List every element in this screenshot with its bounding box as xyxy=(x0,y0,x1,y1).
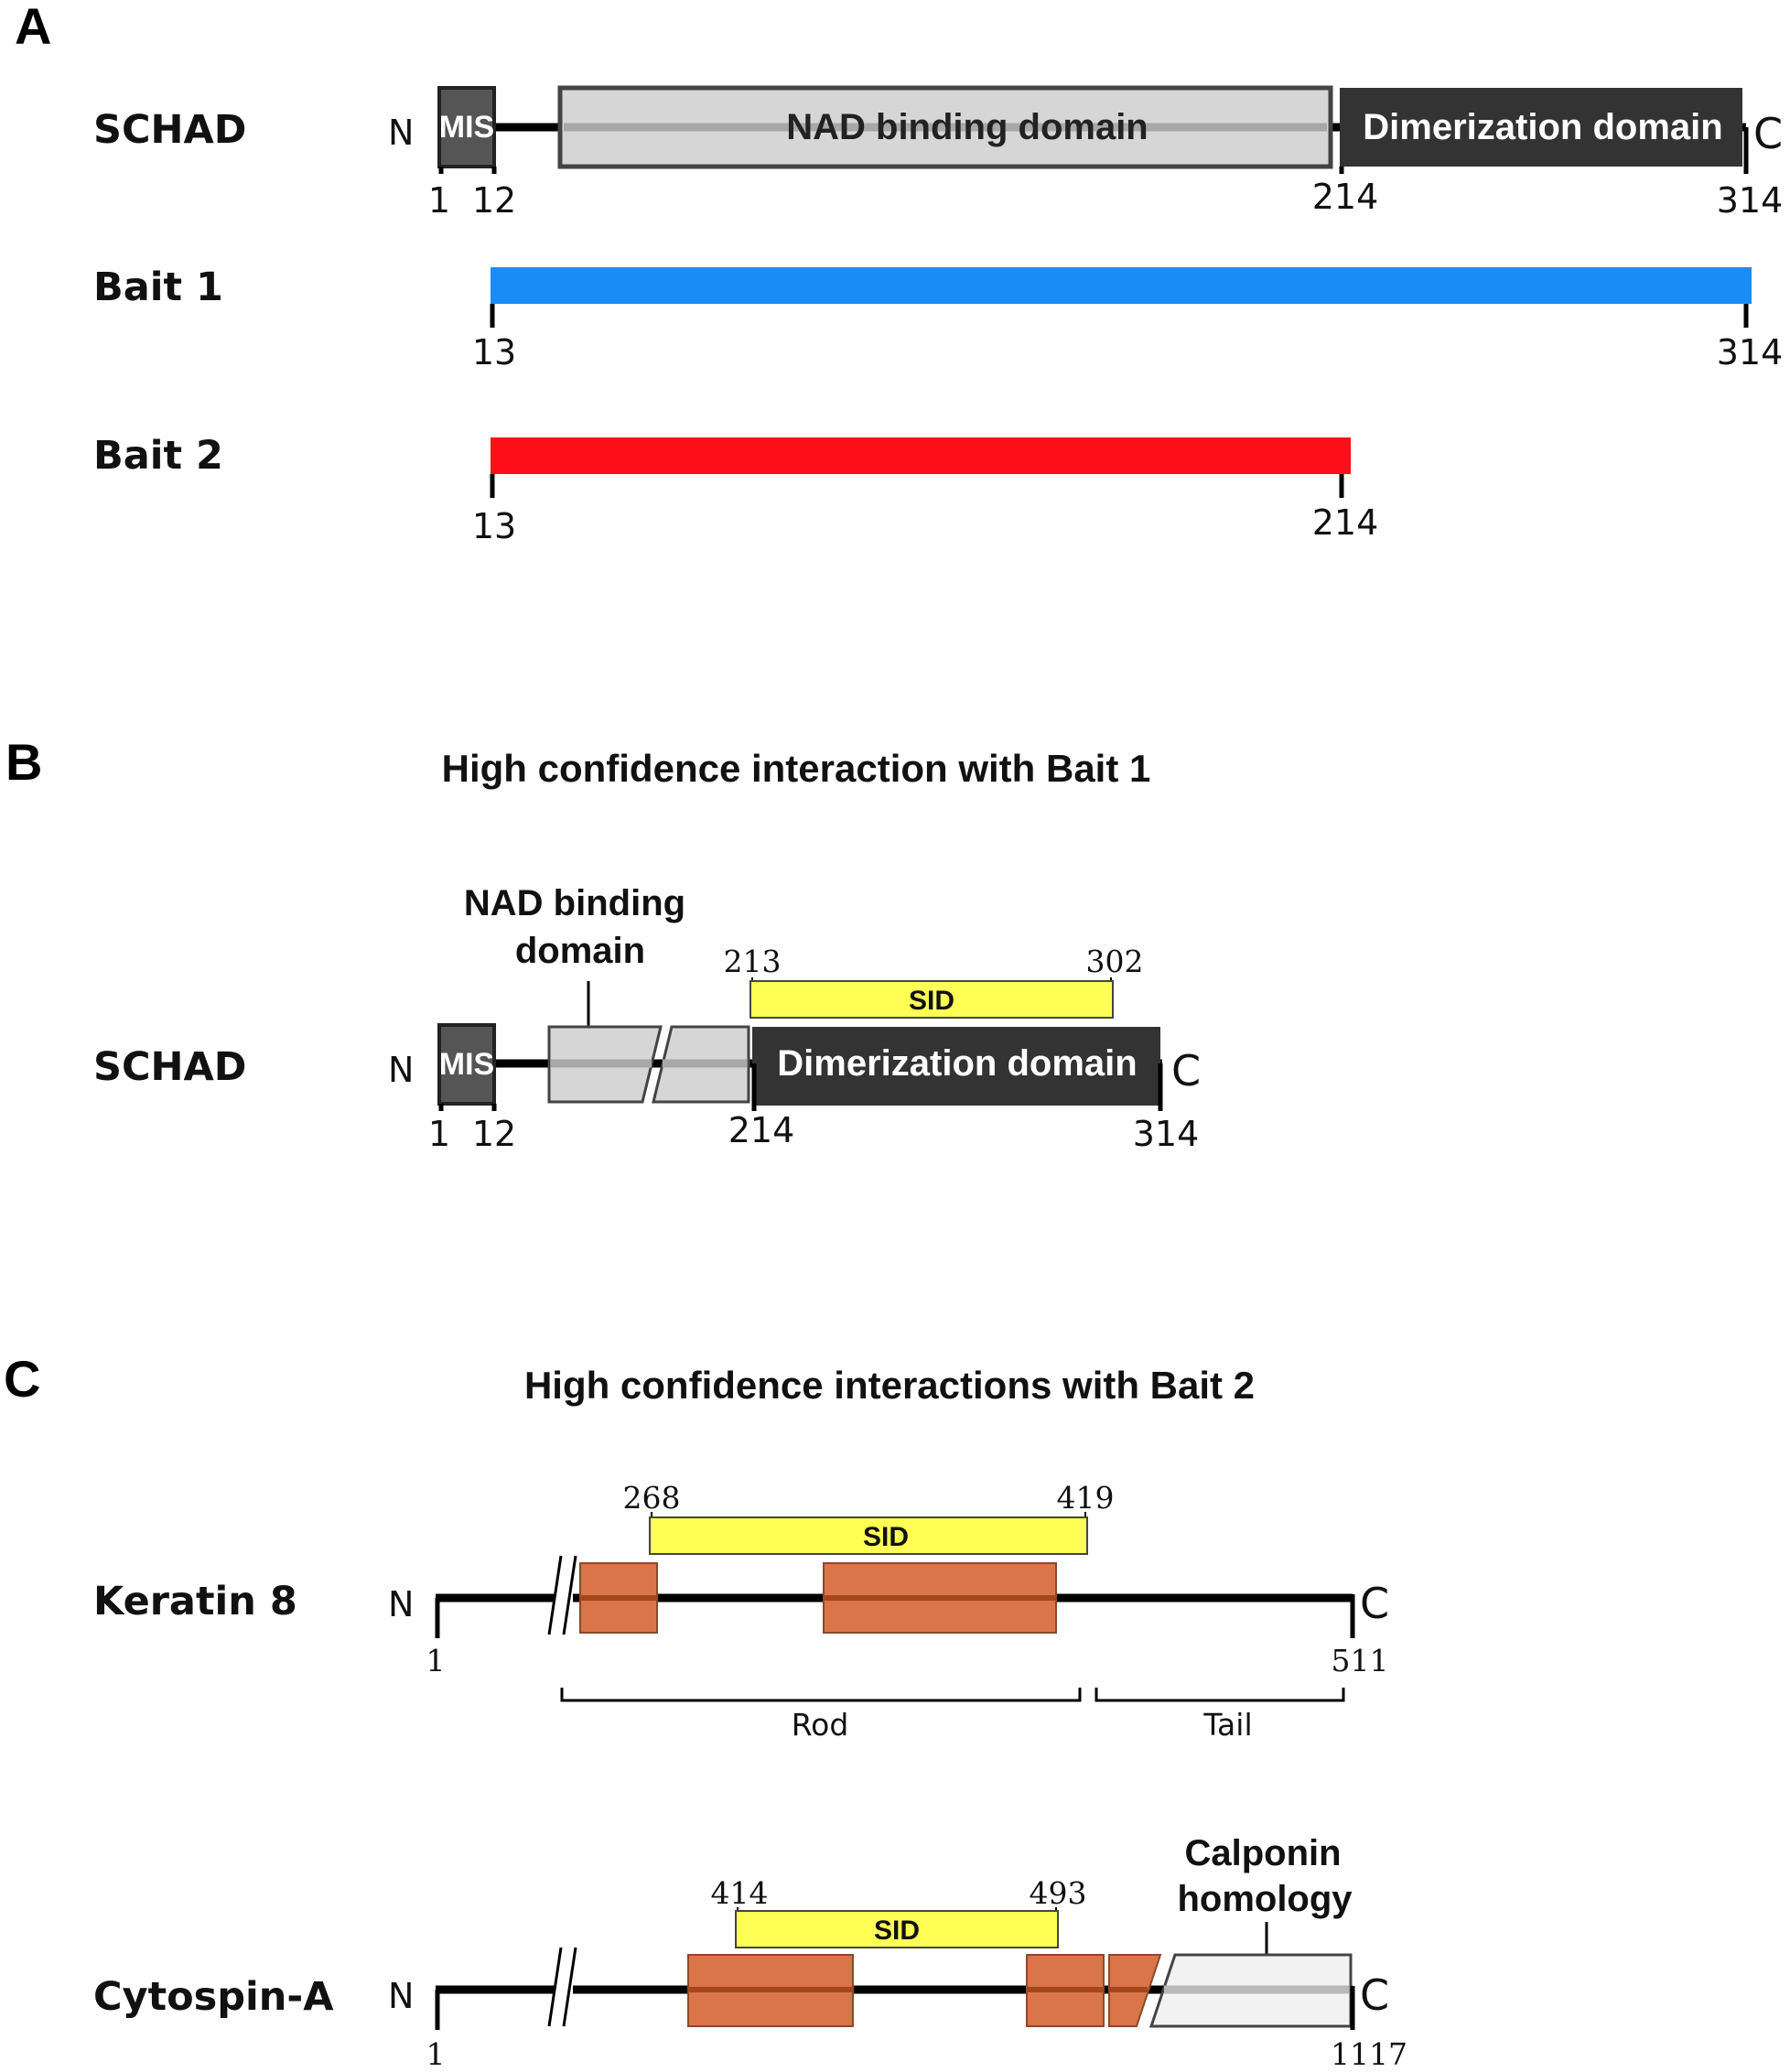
cytospin-a-label: Cytospin-A xyxy=(93,1974,334,2020)
bait-2-end: 214 xyxy=(1312,502,1379,543)
cytospin-sid-bar xyxy=(735,1910,1059,1948)
panel-b-title: High confidence interaction with Bait 1 xyxy=(442,747,1151,790)
cytospin-c-terminus: C xyxy=(1360,1970,1389,2020)
rod-bracket xyxy=(560,1688,1082,1702)
calponin-callout-line1: Calponin xyxy=(1184,1833,1341,1873)
panel-a-schad-track: SCHAD N MIS NAD binding domain Dimerizat… xyxy=(93,85,1784,221)
dimerization-domain-a xyxy=(1340,88,1742,167)
calponin-callout-line2: homology xyxy=(1177,1879,1353,1919)
cytospin-sid-start: 414 xyxy=(711,1875,769,1911)
keratin-sid-label: SID xyxy=(863,1522,909,1552)
keratin-break-mark-1 xyxy=(547,1555,563,1635)
panel-letter-a: A xyxy=(15,0,51,55)
bait-1-start: 13 xyxy=(472,332,516,372)
keratin-start-pos: 1 xyxy=(426,1643,446,1678)
tail-label: Tail xyxy=(1202,1707,1252,1743)
sid-label-b: SID xyxy=(909,986,954,1016)
cytospin-end-pos: 1117 xyxy=(1331,2036,1407,2072)
nad-callout-line2-b: domain xyxy=(515,931,645,971)
keratin-sid-bar xyxy=(649,1516,1088,1555)
cytospin-start-pos: 1 xyxy=(426,2036,446,2072)
bait-1-label: Bait 1 xyxy=(93,264,223,310)
c-terminus-label-b: C xyxy=(1171,1046,1201,1095)
keratin-8-label: Keratin 8 xyxy=(93,1579,297,1624)
n-terminus-label-a: N xyxy=(388,113,414,153)
bait-2-track: Bait 2 13 214 xyxy=(93,433,1378,546)
pos-12-a: 12 xyxy=(472,180,516,221)
pos-314-b: 314 xyxy=(1133,1114,1200,1154)
n-terminus-label-b: N xyxy=(388,1050,414,1090)
pos-1-b: 1 xyxy=(428,1114,450,1154)
keratin-end-pos: 511 xyxy=(1332,1643,1389,1678)
keratin-n-terminus: N xyxy=(388,1584,414,1624)
dimer-domain-label-a: Dimerization domain xyxy=(1363,107,1722,147)
panel-letter-b: B xyxy=(5,733,42,791)
nad-callout-line1-b: NAD binding xyxy=(464,883,685,923)
rod-label: Rod xyxy=(792,1707,849,1743)
panel-letter-c: C xyxy=(4,1350,40,1408)
cytospin-break-mark-1 xyxy=(547,1947,563,2027)
keratin-c-terminus: C xyxy=(1360,1579,1389,1628)
cytospin-sid-label: SID xyxy=(874,1916,920,1946)
keratin-sid-start: 268 xyxy=(623,1480,681,1516)
sid-end-b: 302 xyxy=(1086,944,1144,979)
dimerization-domain-b xyxy=(752,1027,1160,1106)
dimer-domain-label-b: Dimerization domain xyxy=(777,1043,1137,1084)
cytospin-sid-end: 493 xyxy=(1030,1875,1087,1911)
cytospin-n-terminus: N xyxy=(388,1976,414,2016)
cytospin-a-track: Calponin homology 414 493 SID Cytospin-A… xyxy=(93,1833,1407,2072)
schad-label-b: SCHAD xyxy=(93,1044,247,1090)
bait-2-start: 13 xyxy=(472,506,516,546)
panel-c-title: High confidence interactions with Bait 2 xyxy=(524,1364,1255,1407)
keratin-break-mark-2 xyxy=(562,1555,577,1635)
mis-domain-a xyxy=(437,86,496,168)
bait-2-bar xyxy=(491,437,1351,474)
panel-b-schad-track: NAD binding domain 213 302 SID SCHAD N M… xyxy=(93,883,1201,1154)
bait-1-end: 314 xyxy=(1717,332,1784,372)
sid-start-b: 213 xyxy=(724,944,782,979)
pos-214-a: 214 xyxy=(1312,177,1379,217)
bait-2-label: Bait 2 xyxy=(93,433,223,479)
c-terminus-label-a: C xyxy=(1753,109,1783,158)
pos-1-a: 1 xyxy=(428,180,450,221)
pos-12-b: 12 xyxy=(472,1114,516,1154)
mis-label-b: MIS xyxy=(439,1047,494,1082)
tail-bracket xyxy=(1094,1688,1345,1702)
keratin-sid-end: 419 xyxy=(1057,1480,1115,1516)
keratin-8-track: 268 419 SID Keratin 8 N C 1 511 Rod Tail xyxy=(93,1480,1389,1743)
pos-214-b: 214 xyxy=(728,1110,795,1150)
cytospin-break-mark-2 xyxy=(562,1947,577,2027)
schad-label-a: SCHAD xyxy=(93,107,247,153)
nad-domain-label-a: NAD binding domain xyxy=(786,107,1148,147)
bait-1-bar xyxy=(491,267,1752,304)
sid-bar-b xyxy=(749,980,1114,1019)
mis-label-a: MIS xyxy=(439,110,494,145)
bait-1-track: Bait 1 13 314 xyxy=(93,264,1783,372)
pos-314-a: 314 xyxy=(1717,180,1784,221)
mis-domain-b xyxy=(437,1023,496,1106)
